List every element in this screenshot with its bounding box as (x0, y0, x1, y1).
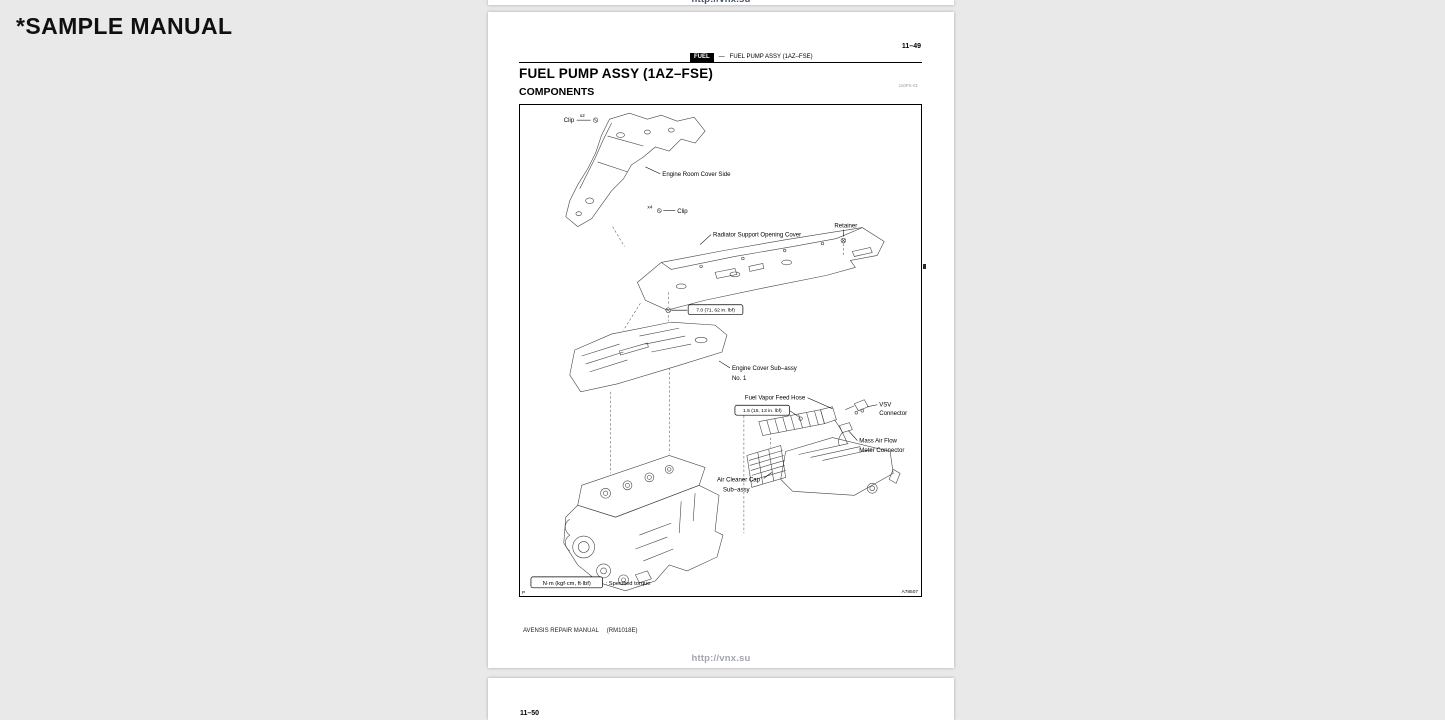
torque-spec-1-text: 7.0 (71, 62 in. lbf) (696, 308, 735, 314)
components-figure: 7.0 (71, 62 in. lbf) 1.5 (15, 13 in. lbf… (519, 104, 922, 597)
section-tag: FUEL (690, 53, 714, 62)
label-maf-connector: Meter Connector (859, 448, 904, 454)
manual-page: 11–49 FUEL — FUEL PUMP ASSY (1AZ–FSE) 11… (488, 12, 954, 668)
site-watermark-bottom: http://vnx.su (691, 653, 751, 664)
running-header: FUEL — FUEL PUMP ASSY (1AZ–FSE) (690, 53, 813, 62)
next-page-edge: 11–50 (488, 678, 954, 720)
diagram-artwork (563, 112, 901, 592)
label-engine-room-cover-side: Engine Room Cover Side (662, 172, 731, 178)
site-watermark-top: http://vnx.su (488, 0, 954, 5)
footer-manual-name: AVENSIS REPAIR MANUAL (523, 628, 599, 634)
torque-spec-2: 1.5 (15, 13 in. lbf) (734, 404, 791, 416)
label-air-cleaner-subassy: Sub–assy (723, 487, 751, 493)
section-index-mark (923, 264, 926, 269)
label-fuel-vapor-feed-hose: Fuel Vapor Feed Hose (745, 396, 806, 402)
label-vsv: VSV (879, 403, 891, 409)
label-engine-cover-subassy: Engine Cover Sub–assy (732, 366, 798, 372)
components-heading: COMPONENTS (519, 86, 595, 98)
torque-legend: N·m (kgf·cm, ft·lbf) : Specified torque (530, 576, 651, 589)
assembly-dashed-lines (610, 226, 844, 534)
sample-manual-watermark: *SAMPLE MANUAL (16, 13, 233, 39)
label-vsv-connector: Connector (879, 411, 907, 417)
previous-page-edge: http://vnx.su (488, 0, 954, 5)
torque-spec-2-text: 1.5 (15, 13 in. lbf) (743, 408, 782, 414)
label-engine-cover-subassy-no1: No. 1 (732, 376, 747, 382)
callout-leader-lines (576, 119, 878, 479)
header-separator: — (718, 54, 725, 61)
figure-code: A78507 (902, 589, 919, 595)
page-title: FUEL PUMP ASSY (1AZ–FSE) (519, 66, 714, 81)
page-number: 11–49 (901, 43, 921, 50)
next-page-number: 11–50 (520, 710, 540, 717)
manual-footer: AVENSIS REPAIR MANUAL (RM1018E) (523, 628, 637, 634)
legend-caption: : Specified torque (606, 581, 651, 587)
label-x2-count: x2 (580, 113, 585, 119)
label-retainer: Retainer (834, 224, 857, 230)
footer-manual-code: (RM1018E) (606, 628, 638, 634)
header-title: FUEL PUMP ASSY (1AZ–FSE) (729, 54, 813, 61)
page-corner-mark: P (522, 590, 525, 596)
exploded-view-figure: 7.0 (71, 62 in. lbf) 1.5 (15, 13 in. lbf… (522, 112, 919, 596)
label-x4-count: x4 (647, 205, 652, 211)
legend-box-text: N·m (kgf·cm, ft·lbf) (543, 581, 591, 587)
label-clip-x2: Clip (564, 118, 575, 124)
label-air-cleaner-cap: Air Cleaner Cap (717, 477, 761, 483)
label-radiator-support-opening-cover: Radiator Support Opening Cover (713, 233, 801, 239)
torque-spec-1: 7.0 (71, 62 in. lbf) (687, 304, 744, 316)
header-rule (519, 62, 922, 63)
label-clip-x4: Clip (677, 209, 688, 215)
doc-code: 110FS-01 (898, 83, 918, 88)
label-mass-air-flow: Mass Air Flow (859, 439, 897, 445)
